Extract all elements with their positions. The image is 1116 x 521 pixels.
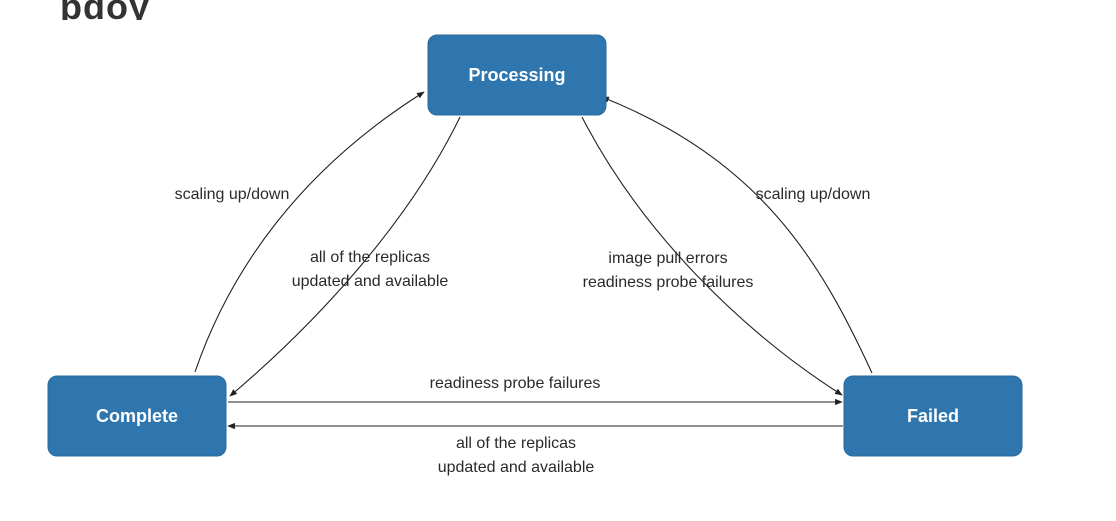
node-failed-label: Failed <box>907 406 959 426</box>
label-failed-to-complete-line1: all of the replicas <box>456 435 576 452</box>
label-complete-to-processing: scaling up/down <box>175 186 290 203</box>
node-processing-label: Processing <box>468 65 565 85</box>
page-title-fragment: pdoy <box>60 0 150 20</box>
label-failed-to-complete-line2: updated and available <box>438 459 595 476</box>
node-complete: Complete <box>47 375 227 457</box>
label-processing-to-failed-line1: image pull errors <box>608 250 727 267</box>
node-complete-label: Complete <box>96 406 178 426</box>
edge-processing-to-complete <box>229 116 461 397</box>
edge-failed-to-processing <box>601 96 873 374</box>
label-processing-to-failed-line2: readiness probe failures <box>583 274 754 291</box>
node-processing: Processing <box>427 34 607 116</box>
edge-complete-to-processing <box>194 91 425 373</box>
label-processing-to-complete-line2: updated and available <box>292 273 449 290</box>
edge-processing-to-failed <box>581 116 843 396</box>
node-failed: Failed <box>843 375 1023 457</box>
label-processing-to-complete-line1: all of the replicas <box>310 249 430 266</box>
label-complete-to-failed: readiness probe failures <box>430 375 601 392</box>
label-failed-to-processing: scaling up/down <box>756 186 871 203</box>
